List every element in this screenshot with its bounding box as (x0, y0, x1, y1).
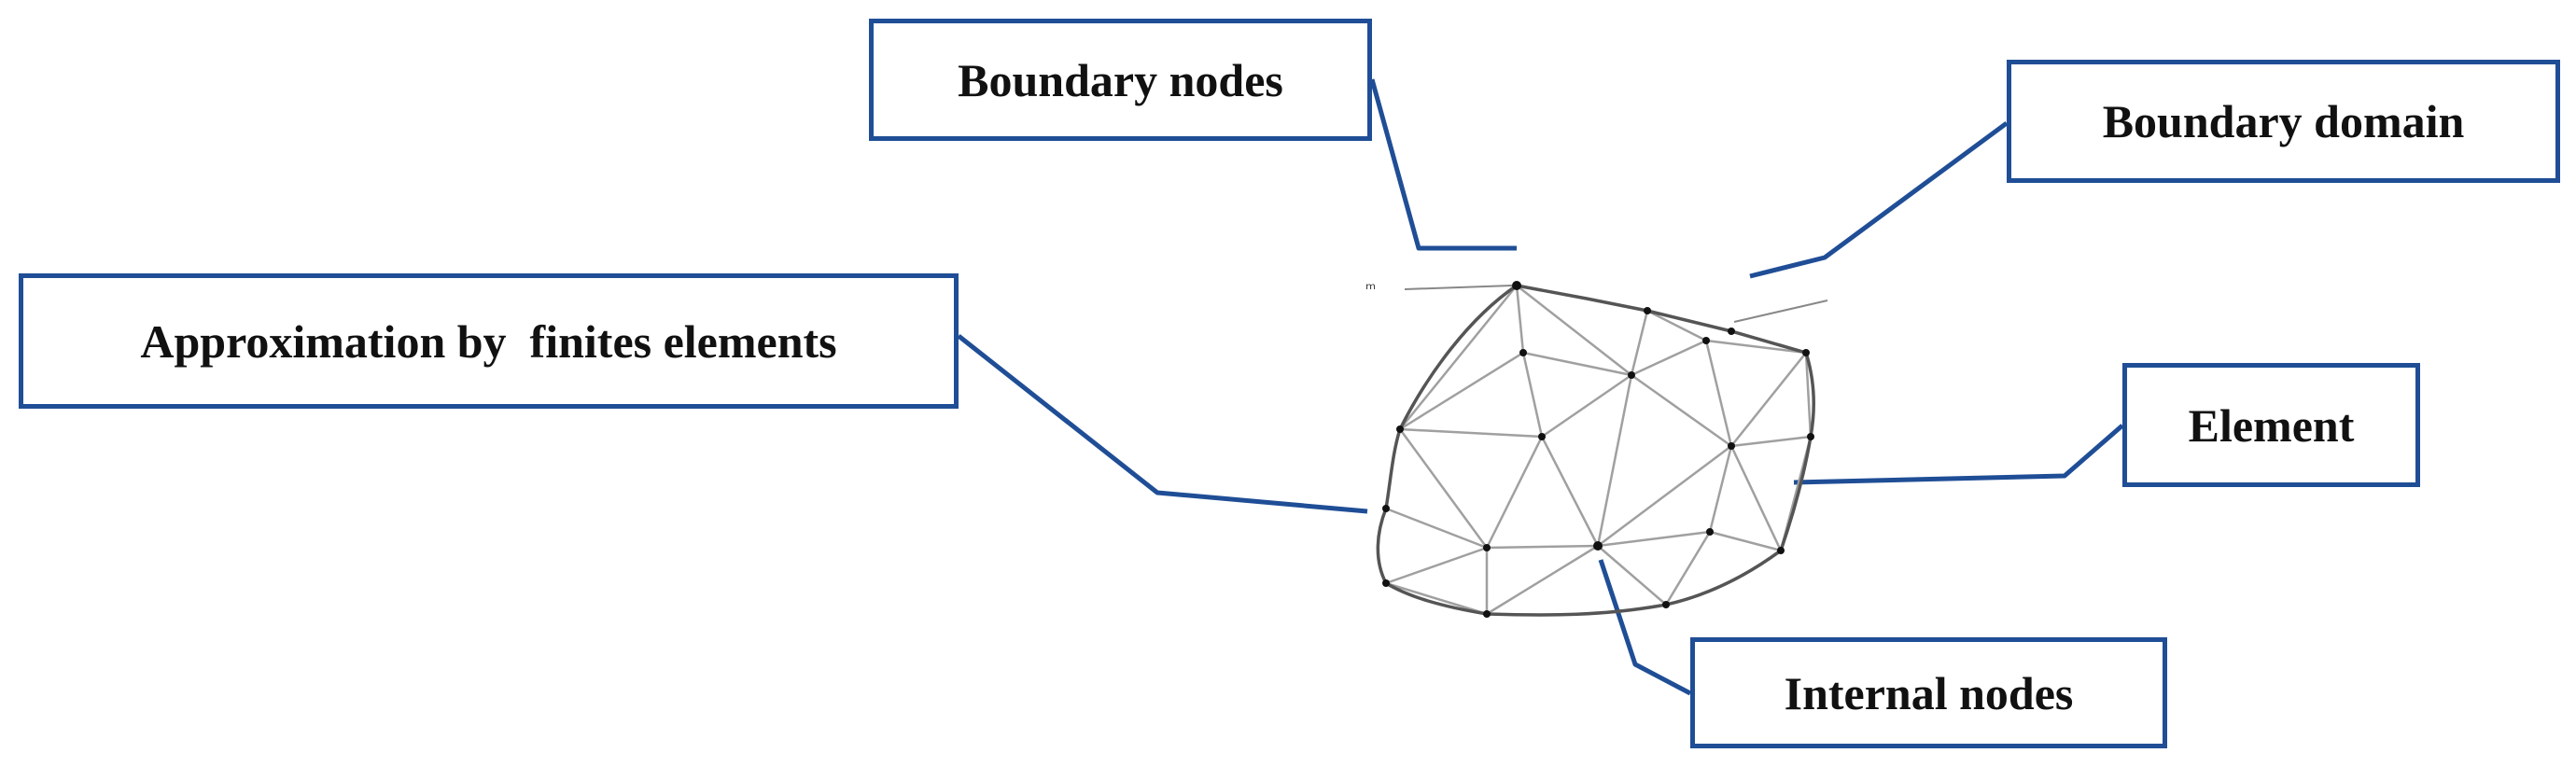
stray-mark: ᵐ (1365, 280, 1376, 300)
boundary-node (1802, 349, 1810, 356)
boundary-node (1382, 505, 1390, 512)
leader-internal-nodes (1598, 559, 1692, 696)
boundary-node (1807, 433, 1814, 440)
internal-node (1706, 528, 1714, 536)
boundary-outline (1376, 284, 1816, 617)
boundary-node (1662, 601, 1670, 608)
boundary-node (1644, 307, 1651, 314)
internal-node (1519, 349, 1527, 356)
boundary-node (1728, 328, 1735, 335)
boundary-node (1483, 610, 1491, 618)
boundary-node (1512, 281, 1521, 290)
approximation-label: Approximation by finites elements (19, 273, 959, 409)
boundary-domain-label: Boundary domain (2007, 60, 2560, 183)
boundary-node (1777, 547, 1785, 554)
internal-node (1483, 544, 1491, 551)
leader-element (1793, 424, 2124, 485)
mesh-nodes (1382, 281, 1814, 618)
internal-node (1538, 433, 1546, 440)
boundary-nodes-label: Boundary nodes (869, 19, 1372, 141)
leader-approximation (957, 334, 1368, 514)
internal-node (1593, 541, 1603, 551)
leader-boundary-domain (1749, 120, 2009, 279)
leader-boundary-nodes (1369, 78, 1517, 251)
guide-strokes (1404, 285, 1828, 323)
element-label: Element (2122, 363, 2420, 487)
internal-node (1728, 442, 1735, 450)
boundary-node (1382, 579, 1390, 587)
boundary-node (1396, 425, 1404, 433)
internal-node (1628, 371, 1635, 379)
internal-node (1702, 337, 1710, 344)
callout-lines (957, 78, 2124, 696)
internal-nodes-label: Internal nodes (1690, 637, 2167, 748)
